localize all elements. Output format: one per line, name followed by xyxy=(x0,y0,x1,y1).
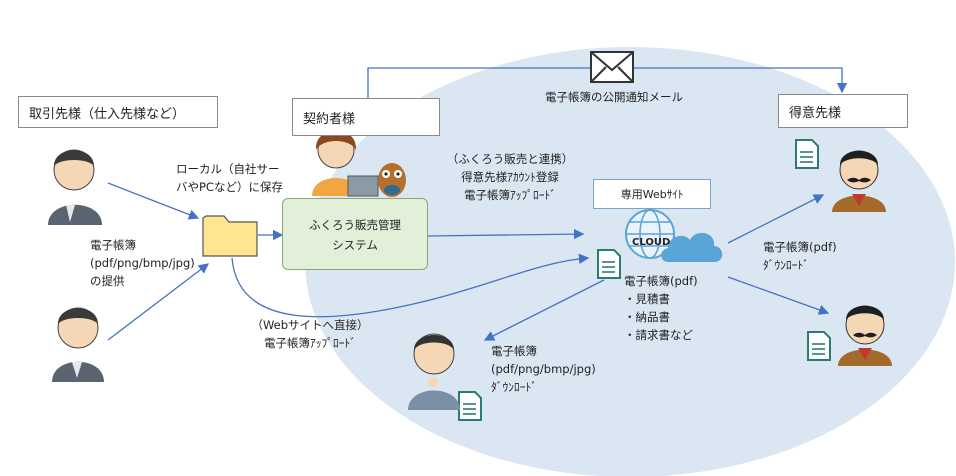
website-box: 専用Webｻｲﾄ xyxy=(593,179,711,209)
arrow-system-to-cloud xyxy=(427,228,585,240)
customer-dl-line1: 電子帳簿(pdf) xyxy=(763,240,837,254)
owl-mascot-icon xyxy=(378,163,406,197)
cloud-docs-item-estimate: ・見積書 xyxy=(624,292,670,306)
arrow-supplier2-to-folder xyxy=(107,263,210,341)
document-icon xyxy=(458,391,482,421)
customers-label: 得意先様 xyxy=(789,105,842,121)
customer-person-icon xyxy=(838,305,892,366)
customer-download-text: 電子帳簿(pdf) ﾀﾞｳﾝﾛｰﾄﾞ xyxy=(763,238,837,274)
contractor-label: 契約者様 xyxy=(303,111,356,127)
arrow-cloud-to-customer1 xyxy=(727,194,825,244)
link-line3: 電子帳簿ｱｯﾌﾟﾛｰﾄﾞ xyxy=(464,188,556,202)
link-line2: 得意先様ｱｶｳﾝﾄ登録 xyxy=(461,170,559,184)
cloud-area-ellipse xyxy=(305,47,955,476)
contractor-label-box: 契約者様 xyxy=(292,98,440,136)
link-line1: （ふくろう販売と連携） xyxy=(446,152,574,166)
cloud-docs-item-delivery: ・納品書 xyxy=(624,310,670,324)
supplier-provide-line3: の提供 xyxy=(90,274,125,288)
supplier-download-person-icon xyxy=(408,333,460,410)
document-icon xyxy=(597,249,621,279)
customer-dl-line2: ﾀﾞｳﾝﾛｰﾄﾞ xyxy=(763,258,809,272)
system-label-line1: ふくろう販売管理 xyxy=(309,218,401,232)
arrow-supplier1-to-folder xyxy=(107,182,200,220)
suppliers-label-box: 取引先様（仕入先様など） xyxy=(18,96,218,128)
mail-notice-text: 電子帳簿の公開通知メール xyxy=(545,90,683,104)
supplier-dl-line2: (pdf/png/bmp/jpg) xyxy=(491,362,596,376)
cloud-icon xyxy=(661,232,723,262)
supplier-dl-line1: 電子帳簿 xyxy=(491,344,537,358)
document-icon xyxy=(807,331,831,361)
website-label: 専用Webｻｲﾄ xyxy=(620,188,684,201)
supplier-provide-line2: (pdf/png/bmp/jpg) xyxy=(90,256,195,270)
customer-person-icon xyxy=(832,150,886,212)
supplier-provide-text: 電子帳簿 (pdf/png/bmp/jpg) の提供 xyxy=(90,236,195,290)
cloud-docs-title: 電子帳簿(pdf) xyxy=(624,274,698,288)
document-icon xyxy=(795,139,819,169)
globe-icon xyxy=(625,209,675,259)
system-label-line2: システム xyxy=(332,238,378,252)
folder-icon xyxy=(202,215,258,257)
cloud-docs-text: 電子帳簿(pdf) ・見積書 ・納品書 ・請求書など xyxy=(624,272,698,344)
local-save-line1: ローカル（自社サー xyxy=(176,162,280,176)
link-upload-text: （ふくろう販売と連携） 得意先様ｱｶｳﾝﾄ登録 電子帳簿ｱｯﾌﾟﾛｰﾄﾞ xyxy=(430,150,590,204)
supplier-download-text: 電子帳簿 (pdf/png/bmp/jpg) ﾀﾞｳﾝﾛｰﾄﾞ xyxy=(491,342,596,396)
customers-label-box: 得意先様 xyxy=(778,94,908,128)
supplier-dl-line3: ﾀﾞｳﾝﾛｰﾄﾞ xyxy=(491,380,537,394)
direct-upload-line2: 電子帳簿ｱｯﾌﾟﾛｰﾄﾞ xyxy=(264,336,356,350)
direct-upload-line1: （Webサイトへ直接） xyxy=(251,318,369,332)
arrow-cloud-to-supplier xyxy=(483,279,605,341)
local-save-text: ローカル（自社サー バやPCなど）に保存 xyxy=(176,160,283,196)
cloud-docs-item-invoice: ・請求書など xyxy=(624,328,693,342)
mail-icon xyxy=(590,51,634,83)
direct-upload-text: （Webサイトへ直接） 電子帳簿ｱｯﾌﾟﾛｰﾄﾞ xyxy=(240,316,380,352)
arrow-folder-to-cloud-direct xyxy=(231,253,590,318)
local-save-line2: バやPCなど）に保存 xyxy=(176,180,283,194)
supplier-person-icon xyxy=(48,149,102,225)
supplier-person-icon xyxy=(52,307,104,382)
suppliers-label: 取引先様（仕入先様など） xyxy=(29,106,186,122)
cloud-label: CLOUD xyxy=(632,237,671,248)
supplier-provide-line1: 電子帳簿 xyxy=(90,238,136,252)
system-box: ふくろう販売管理 システム xyxy=(282,198,428,270)
arrow-cloud-to-customer2 xyxy=(727,276,830,315)
